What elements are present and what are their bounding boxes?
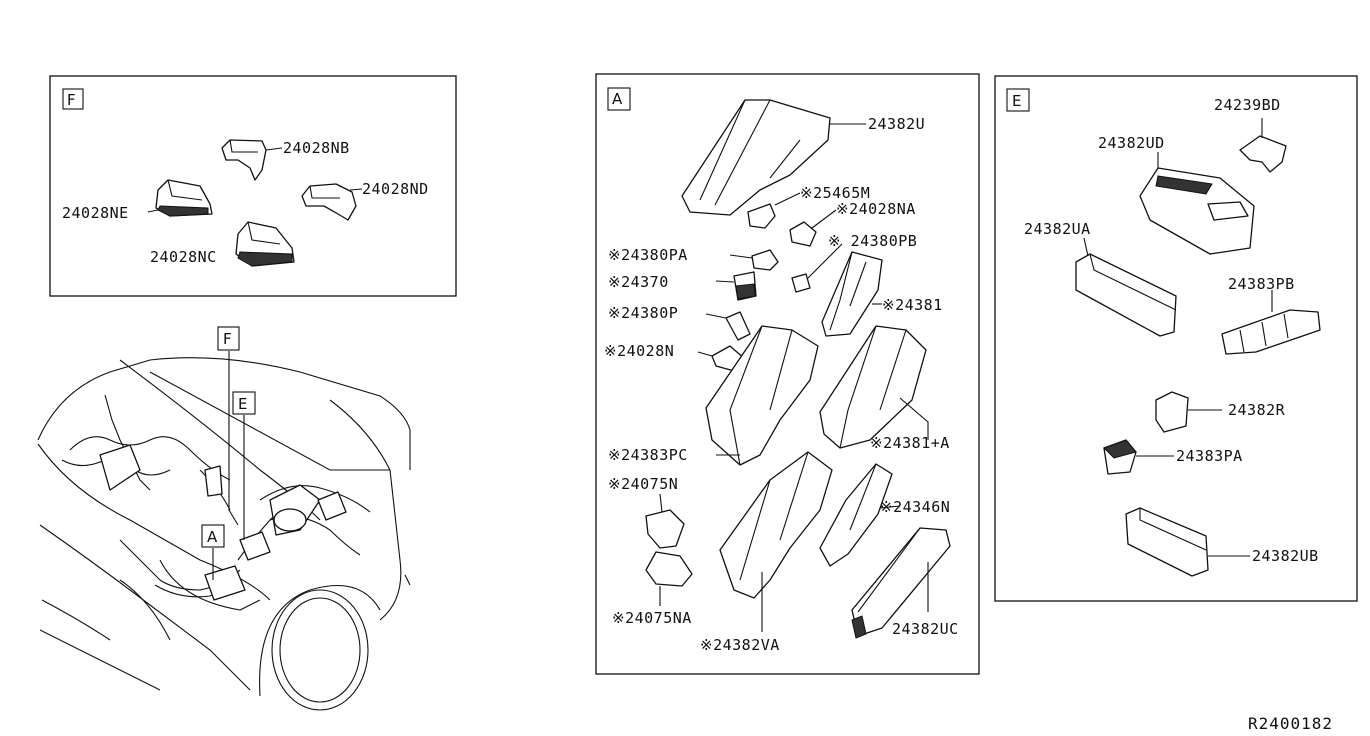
part-24370[interactable]	[715, 271, 757, 301]
part-24380pa[interactable]	[729, 249, 779, 271]
part-24382ud[interactable]	[1139, 152, 1255, 255]
part-24075n[interactable]	[645, 493, 685, 549]
panel-a-tag: A	[612, 90, 623, 108]
part-24383pb[interactable]	[1221, 290, 1321, 355]
part-25465m[interactable]	[747, 192, 801, 229]
vehicle-tag-f-box	[217, 326, 240, 351]
vehicle-tag-e: E	[238, 395, 247, 413]
part-24380p[interactable]	[705, 311, 751, 341]
part-24382r[interactable]	[1155, 391, 1222, 433]
label-24239bd: 24239BD	[1214, 96, 1281, 114]
panel-e-frame	[994, 75, 1358, 602]
label-24382ub: 24382UB	[1252, 547, 1319, 565]
label-24382ud: 24382UD	[1098, 134, 1165, 152]
label-24028ne: 24028NE	[62, 204, 129, 222]
part-24239bd[interactable]	[1239, 118, 1287, 173]
label-24380p: ※24380P	[608, 304, 678, 322]
vehicle-view: F E A	[37, 326, 411, 711]
part-24028na[interactable]	[789, 209, 837, 247]
vehicle-tag-a: A	[207, 528, 218, 546]
label-24381: ※24381	[882, 296, 943, 314]
part-24382ub[interactable]	[1125, 507, 1250, 577]
label-24381a: ※24381+A	[870, 434, 950, 452]
part-24382va[interactable]	[719, 451, 833, 632]
label-24382u: 24382U	[868, 115, 925, 133]
label-24383pb: 24383PB	[1228, 275, 1295, 293]
part-24028ne[interactable]	[147, 179, 213, 217]
panel-f-tag: F	[67, 91, 76, 109]
part-24075na[interactable]	[645, 551, 693, 606]
vehicle-tag-f: F	[223, 330, 232, 348]
label-24380pb: ※ 24380PB	[828, 232, 917, 250]
part-24382ua[interactable]	[1075, 237, 1177, 337]
label-24028nb: 24028NB	[283, 139, 350, 157]
panel-e: E 24239BD 24382UD 24382UA	[994, 75, 1358, 602]
label-24075n: ※24075N	[608, 475, 678, 493]
label-24370: ※24370	[608, 273, 669, 291]
label-24382ua: 24382UA	[1024, 220, 1091, 238]
panel-e-tag: E	[1012, 92, 1021, 110]
part-24383pa[interactable]	[1103, 439, 1174, 475]
panel-a-tag-box	[607, 87, 631, 111]
label-24383pa: 24383PA	[1176, 447, 1243, 465]
part-24346n[interactable]	[819, 463, 901, 567]
panel-a: A 24382U ※25465M ※24028NA ※24380PA	[595, 73, 980, 675]
label-24075na: ※24075NA	[612, 609, 692, 627]
label-24382r: 24382R	[1228, 401, 1286, 419]
vehicle-tag-e-box	[232, 391, 256, 415]
label-24028n: ※24028N	[604, 342, 674, 360]
label-25465m: ※25465M	[800, 184, 870, 202]
diagram-code: R2400182	[1248, 714, 1333, 733]
part-24028nc[interactable]	[235, 221, 295, 267]
label-24382uc: 24382UC	[892, 620, 959, 638]
part-24028nd[interactable]	[301, 183, 363, 221]
panel-f-frame	[49, 75, 457, 297]
part-24380pb[interactable]	[791, 243, 843, 293]
part-24382u[interactable]	[681, 99, 866, 216]
part-24381[interactable]	[821, 251, 883, 337]
label-24346n: ※24346N	[880, 498, 950, 516]
part-24028nb[interactable]	[221, 139, 283, 181]
vehicle-tag-a-box	[201, 524, 225, 548]
panel-f-tag-box	[62, 88, 84, 110]
panel-f: F 24028NB 24028ND 24028NE 240	[49, 75, 457, 297]
label-24028na: ※24028NA	[836, 200, 916, 218]
panel-e-tag-box	[1006, 88, 1030, 112]
label-24028nc: 24028NC	[150, 248, 217, 266]
label-24028nd: 24028ND	[362, 180, 429, 198]
label-24383pc: ※24383PC	[608, 446, 688, 464]
part-24381a[interactable]	[819, 325, 929, 449]
part-24383pc[interactable]	[705, 325, 819, 466]
part-24382uc[interactable]	[851, 527, 951, 639]
panel-a-frame	[595, 73, 980, 675]
label-24382va: ※24382VA	[700, 636, 780, 654]
label-24380pa: ※24380PA	[608, 246, 688, 264]
